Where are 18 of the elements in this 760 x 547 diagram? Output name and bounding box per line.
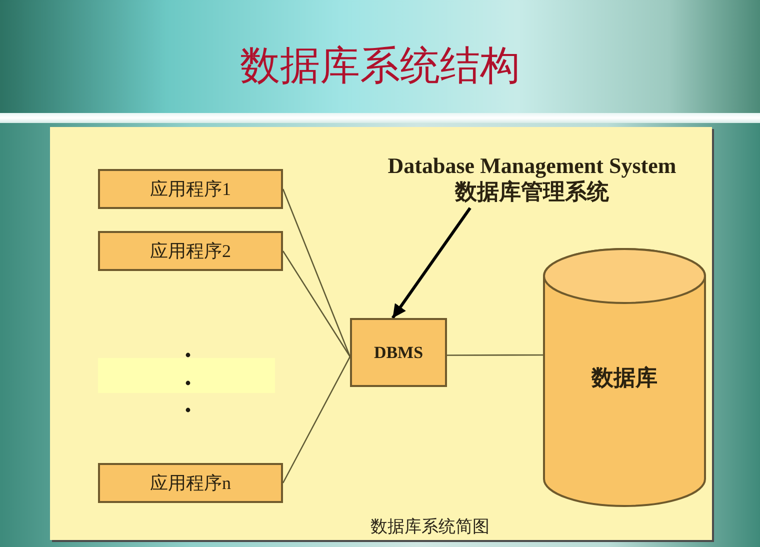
connector-line <box>282 188 351 357</box>
application-box <box>98 169 283 209</box>
connector-line <box>447 354 543 356</box>
diagram-caption: 数据库系统简图 <box>370 516 490 538</box>
node-label: 数据库 <box>592 364 658 390</box>
node-label: 应用程序n <box>150 472 231 495</box>
annotation-text: Database Management System <box>388 153 676 179</box>
application-box <box>98 231 283 271</box>
arrow <box>391 207 472 319</box>
slide-title: 数据库系统结构 <box>239 42 521 91</box>
dbms-box <box>350 318 447 387</box>
node-label: 应用程序1 <box>150 178 231 201</box>
connector-line <box>282 250 351 357</box>
annotation-text: 数据库管理系统 <box>455 179 609 205</box>
node-label: DBMS <box>374 342 424 364</box>
connector-line <box>282 356 351 484</box>
application-box <box>98 463 283 503</box>
node-label: 应用程序2 <box>150 240 231 263</box>
